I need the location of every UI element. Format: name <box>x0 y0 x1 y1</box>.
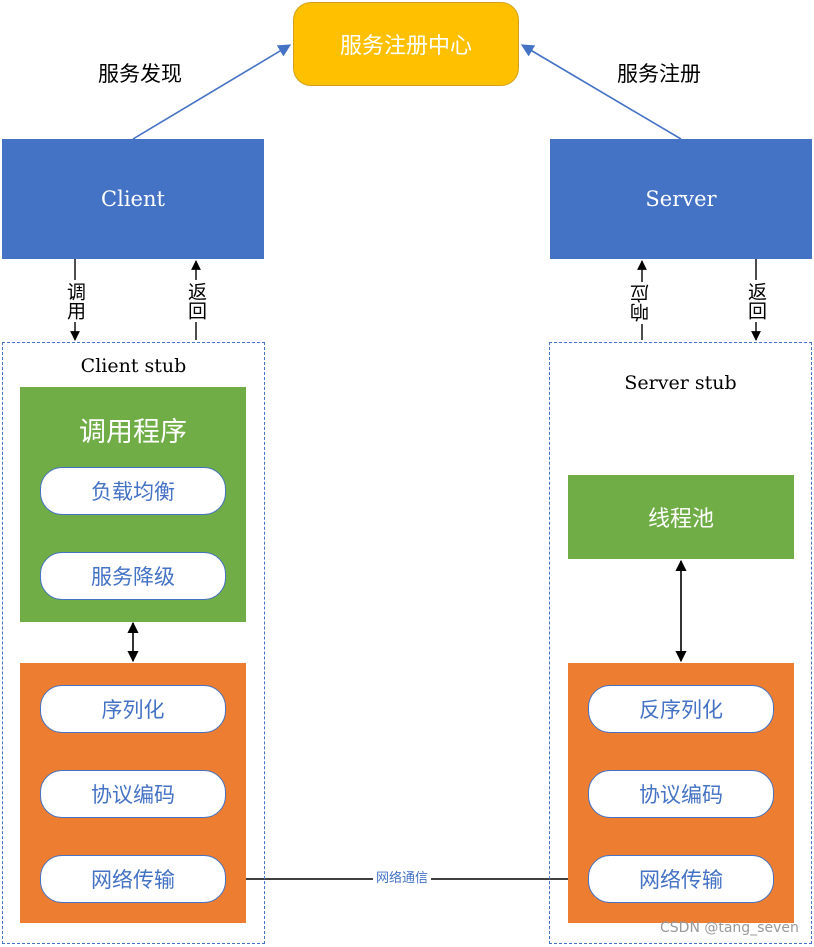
client-codec-box: 序列化 协议编码 网络传输 <box>20 663 246 923</box>
service-degrade-pill: 服务降级 <box>40 552 226 600</box>
client-network-transfer-pill: 网络传输 <box>40 855 226 903</box>
client-invoker-box: 调用程序 负载均衡 服务降级 <box>20 387 246 622</box>
client-return-label: 返回 <box>185 280 207 322</box>
network-label: 网络通信 <box>373 871 432 887</box>
server-box: Server <box>550 139 812 259</box>
server-response-label: 响应 <box>630 282 652 324</box>
register-arrow <box>520 44 682 140</box>
discovery-arrow <box>132 44 292 140</box>
server-network-transfer-pill: 网络传输 <box>588 855 774 903</box>
thread-pool-label: 线程池 <box>647 507 714 532</box>
server-stub-container <box>549 342 812 944</box>
client-protocol-encode-pill: 协议编码 <box>40 770 226 818</box>
server-stub-title: Server stub <box>624 372 737 394</box>
client-stub-title: Client stub <box>80 355 187 377</box>
server-label: Server <box>645 187 717 211</box>
register-label: 服务注册 <box>617 62 701 86</box>
registry-center-label: 服务注册中心 <box>339 34 472 59</box>
client-invoker-title: 调用程序 <box>79 416 187 448</box>
discovery-label: 服务发现 <box>98 62 182 86</box>
load-balance-pill: 负载均衡 <box>40 467 226 515</box>
client-label: Client <box>101 187 165 211</box>
server-protocol-encode-pill: 协议编码 <box>588 770 774 818</box>
serialize-pill: 序列化 <box>40 685 226 733</box>
client-call-label: 调用 <box>64 280 86 322</box>
deserialize-pill: 反序列化 <box>588 685 774 733</box>
watermark: CSDN @tang_seven <box>660 920 799 936</box>
server-return-label: 返回 <box>745 280 767 322</box>
thread-pool-box: 线程池 <box>568 475 794 559</box>
client-stub-container <box>2 342 265 944</box>
registry-center-box: 服务注册中心 <box>293 2 519 86</box>
server-codec-box: 反序列化 协议编码 网络传输 <box>568 663 794 923</box>
client-box: Client <box>2 139 264 259</box>
